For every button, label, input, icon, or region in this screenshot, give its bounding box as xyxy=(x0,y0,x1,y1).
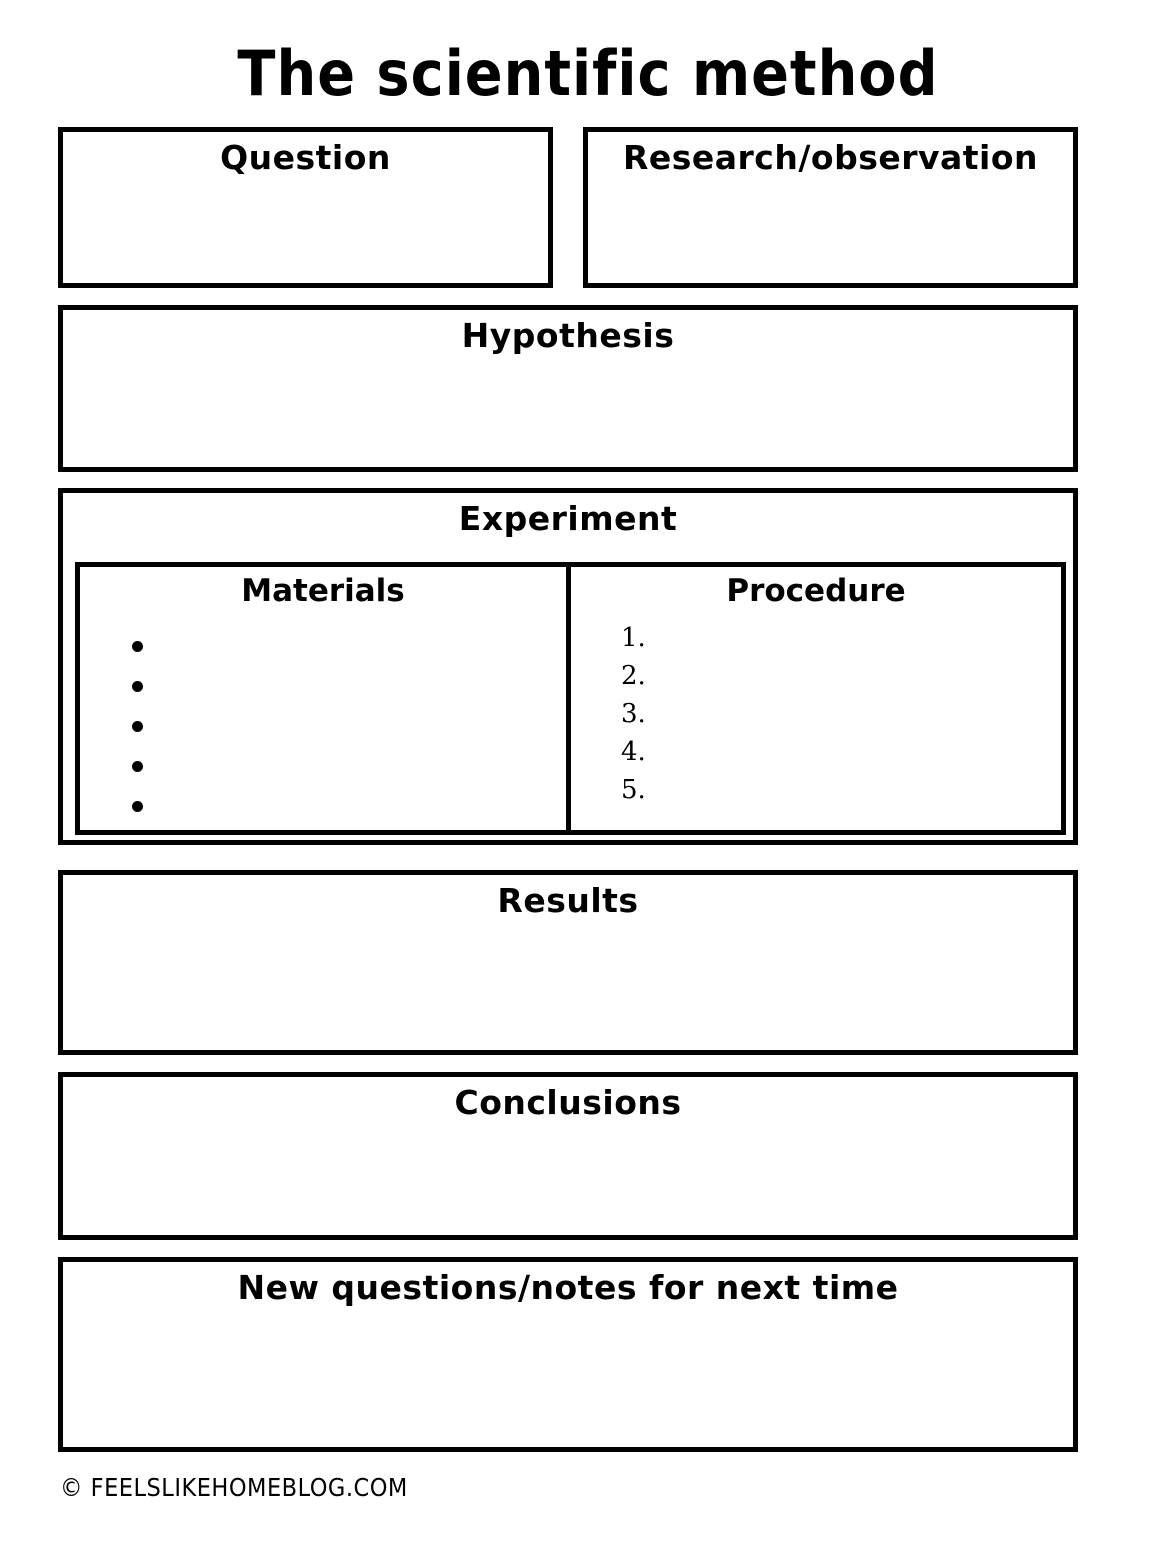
procedure-list-item[interactable]: 1. xyxy=(621,623,646,653)
materials-header: Materials xyxy=(241,573,405,609)
experiment-header: Experiment xyxy=(458,499,678,538)
results-header: Results xyxy=(497,881,639,920)
experiment-inner-container: Materials Procedure 1. 2. 3. 4. 5. xyxy=(75,562,1066,835)
new-questions-header: New Questions/Notes for Next Time xyxy=(237,1268,899,1307)
procedure-header: Procedure xyxy=(726,573,906,609)
page-title: The Scientific Method xyxy=(237,37,939,110)
procedure-list-item[interactable]: 5. xyxy=(621,775,646,805)
new-questions-box[interactable]: New Questions/Notes for Next Time xyxy=(58,1257,1078,1452)
materials-column[interactable]: Materials xyxy=(80,567,571,830)
results-box[interactable]: Results xyxy=(58,870,1078,1055)
hypothesis-header: Hypothesis xyxy=(461,316,675,355)
procedure-list: 1. 2. 3. 4. 5. xyxy=(621,619,646,809)
research-observation-box[interactable]: Research/Observation xyxy=(583,127,1078,288)
procedure-list-item[interactable]: 4. xyxy=(621,737,646,767)
question-box[interactable]: Question xyxy=(58,127,553,288)
conclusions-header: Conclusions xyxy=(454,1083,682,1122)
experiment-box: Experiment Materials Procedure 1. 2. 3. … xyxy=(58,488,1078,845)
conclusions-box[interactable]: Conclusions xyxy=(58,1072,1078,1240)
footer-copyright: © FEELSLIKEHOMEBLOG.COM xyxy=(60,1473,408,1502)
procedure-list-item[interactable]: 2. xyxy=(621,661,646,691)
procedure-column[interactable]: Procedure 1. 2. 3. 4. 5. xyxy=(571,567,1061,830)
hypothesis-box[interactable]: Hypothesis xyxy=(58,305,1078,472)
procedure-list-item[interactable]: 3. xyxy=(621,699,646,729)
research-observation-header: Research/Observation xyxy=(622,138,1039,177)
question-header: Question xyxy=(220,138,391,177)
